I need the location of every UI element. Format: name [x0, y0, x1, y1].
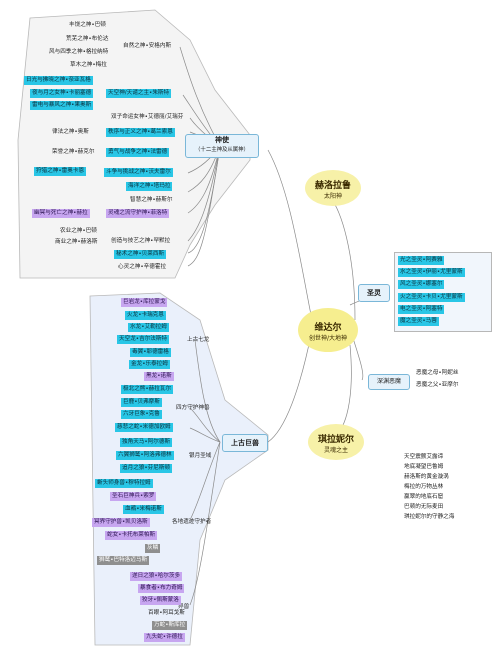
light-god-1[interactable]: 日光与拂晓之神•奈亚瓦格: [24, 76, 93, 85]
struggle-god[interactable]: 斗争与挑战之神•沃夫雷尔: [104, 168, 173, 177]
light-god-3[interactable]: 雷电与暴风之神•果奥斯: [30, 101, 94, 110]
strange-5[interactable]: 万蛇•斯库拉: [152, 621, 188, 630]
dragon-4[interactable]: 天空龙•吉尔法斯特: [117, 335, 170, 344]
silver-3[interactable]: 追月之狼•芬尼斯顿: [120, 464, 173, 473]
poem-block: 天空震颤艾露谛 地底凝望巴鲁姆 赫洛斯的黄金漩涡 梅拉的万物丛林 赢翠的地底石窟…: [404, 452, 488, 522]
poem-line-7: 琪拉妮尔的守静之海: [404, 514, 455, 520]
guardians-label[interactable]: 四方守护神兽: [176, 405, 210, 411]
silver-2[interactable]: 六翼狮鹫•阿洛弗德林: [116, 451, 174, 460]
shenshi-subtitle: （十二主神及从属神）: [195, 147, 249, 153]
sea-god[interactable]: 海洋之神•塔玛拉: [126, 182, 173, 191]
shenshi-node[interactable]: 神使 （十二主神及从属神）: [185, 134, 259, 158]
poem-line-6: 巴顿的无际麦田: [404, 504, 444, 510]
nature-child-2[interactable]: 荒芜之神•布伦达: [66, 36, 109, 42]
shengling-item-6[interactable]: 魔之圣灵•马蓉: [398, 317, 439, 326]
nature-child-1[interactable]: 丰饶之神•巴顿: [69, 22, 106, 28]
regional-1[interactable]: 蜥头师身兽•穆特拉姆: [95, 479, 153, 488]
regional-4[interactable]: 冥界守护兽•凯贝洛斯: [92, 518, 150, 527]
guardian-3[interactable]: 六牙巨象•克鲁: [121, 410, 162, 419]
shengling-item-5[interactable]: 电之圣灵•阿塞特: [398, 305, 445, 314]
silver-label[interactable]: 银月圣域: [189, 453, 212, 459]
strange-2[interactable]: 暴食者•布力奇姆: [138, 584, 185, 593]
shengling-item-1[interactable]: 光之圣灵•阿赛雅: [398, 256, 445, 265]
poem-line-3: 赫洛斯的黄金漩涡: [404, 474, 449, 480]
regional-6[interactable]: 灰鳞: [145, 544, 161, 553]
helaluo-title: 赫洛拉鲁: [314, 181, 351, 191]
creation-god[interactable]: 创造与技艺之神•罕默拉: [111, 238, 171, 244]
silver-1[interactable]: 独角天马•阿尔德斯: [120, 438, 173, 447]
abyss-node[interactable]: 深渊恶魔: [368, 374, 410, 390]
dragon-2[interactable]: 火龙•卡瑞克恩: [125, 311, 166, 320]
regional-label[interactable]: 各地遗迹守护者: [172, 519, 212, 525]
shengling-item-2[interactable]: 水之圣灵•伊丽•尤里蒙斯: [398, 268, 465, 277]
regional-5[interactable]: 蛇女•卡托布莱帕斯: [105, 531, 158, 540]
abyss-item-2[interactable]: 恶魔之父•亚摩尔: [416, 382, 459, 388]
dragon-1[interactable]: 巨岩龙•库拉蒙戈: [121, 298, 168, 307]
nature-child-3[interactable]: 风与四季之神•格拉纳特: [49, 49, 109, 55]
death-god[interactable]: 幽冥与死亡之神•赫拉: [32, 209, 90, 218]
shengling-item-4[interactable]: 火之圣灵•卡贝•尤里蒙斯: [398, 293, 465, 302]
abyss-item-1[interactable]: 恶魔之母•阿妮丝: [416, 370, 459, 376]
dragons-label[interactable]: 上古七龙: [187, 337, 210, 343]
shengling-node[interactable]: 圣灵: [358, 284, 390, 302]
center-node[interactable]: 维达尔 创世神/大地神: [298, 308, 358, 352]
guardian-4[interactable]: 慈悲之蛇•米德加欧姆: [115, 423, 173, 432]
giants-title: 上古巨兽: [231, 439, 259, 447]
twins-god[interactable]: 双子命运女神•艾德丽/艾瑞芬: [111, 114, 184, 120]
poem-line-4: 梅拉的万物丛林: [404, 484, 444, 490]
mind-god[interactable]: 心灵之神•辛德霍拉: [118, 264, 167, 270]
nature-child-4[interactable]: 草木之神•梅拉: [70, 62, 107, 68]
shengling-title: 圣灵: [367, 289, 381, 297]
guardian-2[interactable]: 巨鹿•贝弗摩斯: [121, 398, 162, 407]
courage-god[interactable]: 勇气与战争之神•法雷德: [106, 148, 170, 157]
wisdom-god[interactable]: 智慧之神•赫斯尔: [130, 197, 173, 203]
order-god[interactable]: 秩序与正义之神•葛兰索恩: [106, 128, 175, 137]
law-god[interactable]: 律法之神•奥斯: [52, 129, 89, 135]
regional-7[interactable]: 狮鹫•巴特洛迈马斯: [97, 556, 150, 565]
nature-god[interactable]: 自然之神•安格内斯: [123, 43, 172, 49]
regional-2[interactable]: 圣石巨神兵•索罗: [110, 492, 157, 501]
helaluo-node[interactable]: 赫洛拉鲁 太阳神: [305, 170, 361, 206]
guardian-1[interactable]: 极北之熊•赫拉瓦尔: [121, 385, 174, 394]
poem-line-5: 赢翠的地底石窟: [404, 494, 444, 500]
commerce-god[interactable]: 商业之神•赫洛斯: [55, 239, 98, 245]
strange-4[interactable]: 百眼•阿耳戈斯: [148, 610, 185, 616]
strange-label[interactable]: 异兽: [178, 604, 190, 610]
center-title: 维达尔: [314, 323, 342, 333]
strange-3[interactable]: 狡牙•佩斯蒙洛: [140, 596, 181, 605]
strange-6[interactable]: 九头蛇•许德拉: [144, 633, 185, 642]
glory-god[interactable]: 荣誉之神•赫克尔: [52, 149, 95, 155]
metal-god[interactable]: 秘术之神•贝莱西斯: [114, 250, 167, 259]
dragon-5[interactable]: 毒翼•耶德雷格: [130, 348, 171, 357]
poem-line-1: 天空震颤艾露谛: [404, 454, 444, 460]
shenshi-title: 神使: [215, 136, 229, 144]
soul-guard-god[interactable]: 灵魂之流守护神•菲洛特: [106, 209, 170, 218]
poem-line-2: 地底凝望巴鲁姆: [404, 464, 444, 470]
shengling-item-3[interactable]: 风之圣灵•娜塞尔: [398, 280, 445, 289]
qilanier-node[interactable]: 琪拉妮尔 灵魂之主: [308, 424, 364, 460]
qilanier-title: 琪拉妮尔: [317, 435, 354, 445]
dragon-7[interactable]: 黑龙•诺斯: [144, 372, 174, 381]
regional-3[interactable]: 血鹇•米梅诺斯: [123, 505, 164, 514]
giants-node[interactable]: 上古巨兽: [222, 434, 268, 452]
helaluo-subtitle: 太阳神: [323, 193, 342, 200]
abyss-title: 深渊恶魔: [376, 378, 401, 385]
light-god-2[interactable]: 夜与月之女神•卡丽塞德: [30, 89, 94, 98]
dragon-6[interactable]: 金龙•乐泰拉姆: [129, 360, 170, 369]
strange-1[interactable]: 遂日之狼•哈尔茨多: [130, 572, 183, 581]
hunt-god[interactable]: 狩猎之神•雷奥卡恩: [34, 167, 87, 176]
sky-god[interactable]: 天空神/天谴之主•朱斯特: [106, 89, 172, 98]
qilanier-subtitle: 灵魂之主: [323, 447, 348, 454]
dragon-3[interactable]: 水龙•艾勒拉姆: [128, 323, 169, 332]
center-subtitle: 创世神/大地神: [308, 335, 348, 342]
agri-god[interactable]: 农业之神•巴顿: [60, 228, 97, 234]
